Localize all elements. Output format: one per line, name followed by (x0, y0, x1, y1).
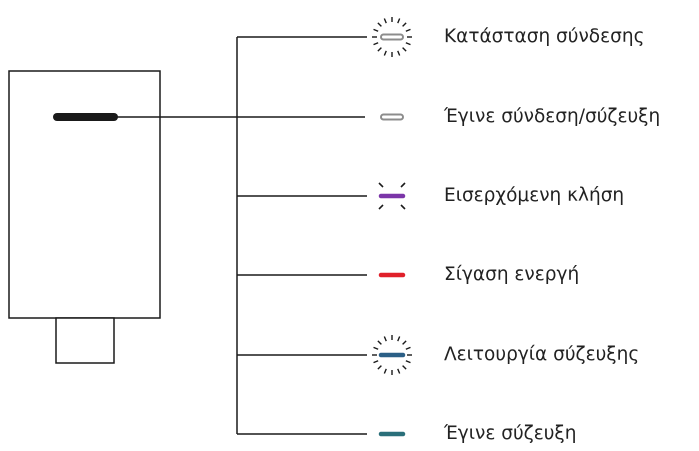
blink-ray (377, 47, 382, 52)
legend-label: Έγινε σύζευξη (444, 423, 577, 444)
blink-ray (377, 22, 382, 27)
device-body (8, 70, 161, 319)
blink-ray (373, 360, 379, 364)
blink-ray (383, 50, 387, 56)
legend-label: Λειτουργία σύζευξης (444, 344, 640, 365)
blink-ray (402, 365, 407, 370)
blink-ray (378, 204, 384, 210)
device-connector (55, 317, 115, 364)
legend-label: Έγινε σύνδεση/σύζευξη (444, 106, 661, 127)
blink-ray (383, 336, 387, 342)
legend-label: Σίγαση ενεργή (444, 264, 580, 285)
blink-ray (402, 22, 407, 27)
blink-ray (377, 340, 382, 345)
legend-label: Εισερχόμενη κλήση (444, 185, 625, 206)
blink-ray (405, 346, 411, 350)
blink-ray (402, 47, 407, 52)
blink-ray (405, 42, 411, 46)
blink-ray (383, 18, 387, 24)
blink-ray (373, 28, 379, 32)
blink-ray (405, 28, 411, 32)
blink-ray (400, 182, 406, 188)
blink-ray (397, 18, 401, 24)
blink-ray (373, 346, 379, 350)
legend-label: Κατάσταση σύνδεσης (444, 26, 645, 47)
legend-rows (237, 17, 412, 437)
blink-ray (383, 368, 387, 374)
blink-ray (402, 340, 407, 345)
blink-ray (378, 182, 384, 188)
blink-ray (405, 360, 411, 364)
blink-ray (397, 368, 401, 374)
led-indicator (380, 113, 404, 121)
blink-ray (397, 336, 401, 342)
blink-ray (397, 50, 401, 56)
blink-ray (377, 365, 382, 370)
led-indicator (380, 33, 404, 41)
blink-ray (373, 42, 379, 46)
blink-ray (400, 204, 406, 210)
